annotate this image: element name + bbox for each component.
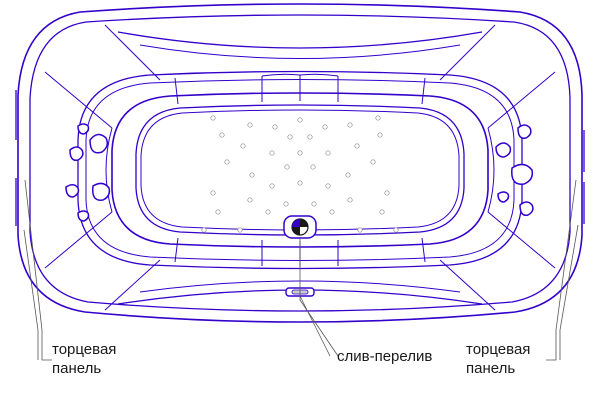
left-pillows [65, 123, 111, 222]
seat-deck [77, 70, 523, 270]
end-panel-left-label-line1: торцевая [52, 341, 117, 358]
nozzle-pattern [201, 115, 399, 233]
top-armrest-inner [139, 44, 461, 59]
drain-overflow-label: слив-перелив [337, 348, 433, 365]
end-panel-right-label-line2: панель [466, 360, 516, 377]
basin-outer [111, 92, 489, 248]
top-armrest [117, 31, 483, 49]
end-panel-left-label-line2: панель [52, 360, 102, 377]
right-headrest [487, 127, 495, 213]
tub-outer-rim [17, 3, 583, 323]
basin-floor-edge [140, 109, 460, 231]
basin-floor [135, 104, 465, 236]
top-headrest-segments [174, 73, 426, 105]
drain-overflow-icon [283, 215, 317, 239]
leader-lines [23, 179, 579, 361]
right-pillows [495, 124, 534, 217]
seat-deck-inner [85, 79, 515, 261]
left-headrest [105, 127, 113, 213]
end-panel-right-label-line1: торцевая [466, 341, 531, 358]
corner-lines [44, 24, 556, 311]
